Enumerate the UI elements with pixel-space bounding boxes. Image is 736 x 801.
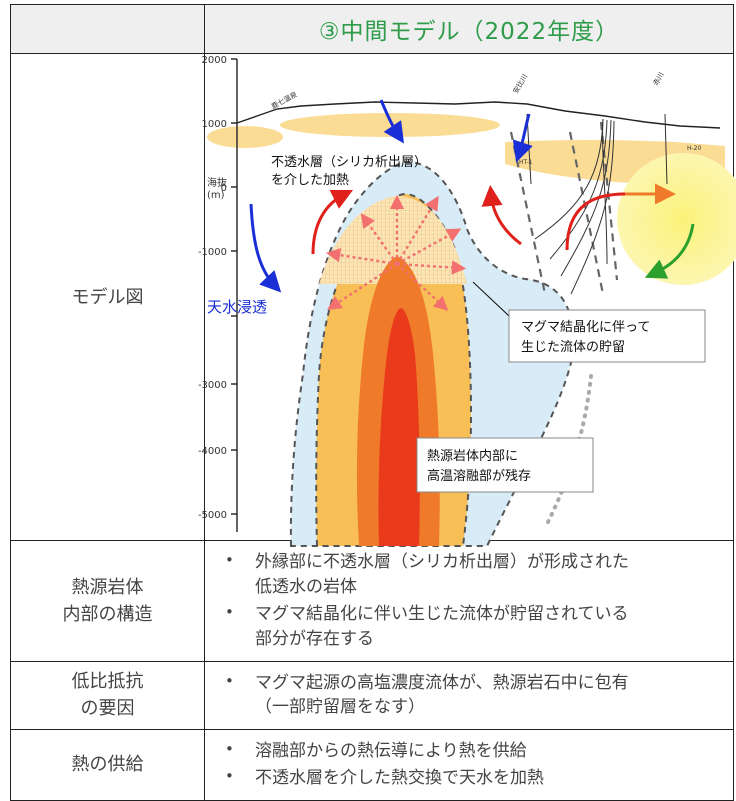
heat-bullets: 溶融部からの熱伝導により熱を供給 不透水層を介した熱交換で天水を加熱: [205, 730, 733, 800]
blue-arrow-center: [512, 113, 533, 163]
place-label-3: 赤川: [652, 71, 666, 87]
heat-bullet-1-line1: 溶融部からの熱伝導により熱を供給: [255, 740, 527, 761]
structure-bullet-2-line2: 部分が存在する: [255, 628, 374, 649]
red-arrow-right-rise: [565, 192, 626, 251]
heat-bullet-2-line1: 不透水層を介した熱交換で天水を加熱: [255, 768, 544, 789]
header-title: ③中間モデル（2022年度）: [204, 4, 734, 54]
heat-row-label: 熱の供給: [10, 728, 205, 801]
resistivity-bullet-1: マグマ起源の高塩濃度流体が、熱源岩石中に包有 （一部貯留層をなす）: [221, 671, 723, 720]
structure-bullet-1-line1: 外縁部に不透水層（シリカ析出層）が形成された: [255, 552, 629, 572]
structure-row: 熱源岩体 内部の構造 外縁部に不透水層（シリカ析出層）が形成された 低透水の岩体…: [10, 540, 734, 662]
storage-leader-line: [472, 281, 510, 317]
heat-row: 熱の供給 溶融部からの熱伝導により熱を供給 不透水層を介した熱交換で天水を加熱: [10, 728, 734, 801]
fluid-storage-cap: [319, 196, 467, 284]
tick-minus-1000: -1000: [198, 247, 227, 258]
header-empty-cell: [10, 4, 205, 54]
resistivity-row: 低比抵抗 の要因 マグマ起源の高塩濃度流体が、熱源岩石中に包有 （一部貯留層をな…: [10, 660, 734, 730]
heat-content: 溶融部からの熱伝導により熱を供給 不透水層を介した熱交換で天水を加熱: [204, 728, 734, 801]
structure-bullet-2: マグマ結晶化に伴い生じた流体が貯留されている 部分が存在する: [221, 602, 723, 651]
resistivity-content: マグマ起源の高塩濃度流体が、熱源岩石中に包有 （一部貯留層をなす）: [204, 660, 734, 730]
structure-bullet-1-line2: 低透水の岩体: [255, 576, 357, 597]
annotation-melt-line1: 熱源岩体内部に: [427, 448, 518, 464]
resistivity-bullet-1-line2: （一部貯留層をなす）: [255, 697, 425, 718]
annotation-storage-line1: マグマ結晶化に伴って: [521, 320, 650, 335]
well-label-h20: H-20: [687, 145, 701, 152]
resistivity-label-line2: の要因: [80, 698, 135, 720]
storage-callout-box: [508, 309, 706, 363]
annotation-storage-line2: 生じた流体の貯留: [521, 340, 625, 355]
resistivity-label-line1: 低比抵抗: [71, 671, 144, 693]
resistivity-row-label: 低比抵抗 の要因: [10, 660, 205, 730]
annotation-meteoric-infiltration: 天水浸透: [207, 298, 267, 316]
well-lines: [526, 113, 668, 295]
pink-heat-arrows: [325, 194, 467, 311]
melt-callout-box: [416, 437, 594, 493]
heat-bullet-2: 不透水層を介した熱交換で天水を加熱: [221, 766, 723, 791]
model-diagram-cell: 2000 1000 0 -1000 -3000 -4000 -5000 海抜 (…: [198, 53, 736, 547]
tick-1000: 1000: [202, 119, 227, 130]
structure-bullet-1: 外縁部に不透水層（シリカ析出層）が形成された 低透水の岩体: [221, 550, 723, 599]
green-arrow: [644, 223, 695, 279]
tick-minus-4000: -4000: [198, 446, 227, 457]
heat-bullet-1: 溶融部からの熱伝導により熱を供給: [221, 739, 723, 764]
topography-line: [236, 101, 721, 129]
fault-lines: [509, 121, 619, 295]
blue-arrow-left: [249, 203, 282, 293]
model-row-label: モデル図: [10, 53, 205, 541]
red-arrow-center: [481, 185, 522, 246]
structure-content: 外縁部に不透水層（シリカ析出層）が形成された 低透水の岩体 マグマ結晶化に伴い生…: [204, 540, 734, 662]
tick-0: 0: [221, 183, 227, 194]
structure-bullet-2-line1: マグマ結晶化に伴い生じた流体が貯留されている: [255, 604, 629, 625]
resistivity-bullet-1-line1: マグマ起源の高塩濃度流体が、熱源岩石中に包有: [255, 672, 629, 693]
annotation-melt-line2: 高温溶融部が残存: [427, 468, 531, 484]
tick-minus-5000: -5000: [198, 510, 227, 521]
axis-tick-marks: [231, 58, 237, 515]
axis-label-line2: (m): [207, 190, 225, 201]
yellow-zone: [617, 153, 736, 285]
model-diagram: 2000 1000 0 -1000 -3000 -4000 -5000 海抜 (…: [198, 55, 736, 547]
structure-bullets: 外縁部に不透水層（シリカ析出層）が形成された 低透水の岩体 マグマ結晶化に伴い生…: [205, 541, 733, 661]
red-arrow-left: [311, 189, 354, 255]
axis-label-line1: 海抜: [207, 176, 227, 189]
shallow-reservoir-left: [207, 126, 283, 148]
structure-label-line2: 内部の構造: [62, 603, 153, 625]
tick-2000: 2000: [202, 55, 227, 66]
melt-core: [378, 308, 420, 546]
structure-row-label: 熱源岩体 内部の構造: [10, 540, 205, 662]
header-row: ③中間モデル（2022年度）: [10, 4, 734, 54]
structure-label-line1: 熱源岩体: [71, 576, 144, 598]
place-label-2: 安比川: [511, 72, 529, 95]
annotation-impermeable-line1: 不透水層（シリカ析出層）: [271, 155, 427, 170]
comparison-table: ③中間モデル（2022年度） モデル図: [10, 4, 736, 801]
tick-minus-3000: -3000: [198, 380, 227, 391]
annotation-impermeable-line2: を介した加熱: [271, 173, 349, 188]
model-row: モデル図: [10, 53, 736, 547]
well-label-ht1: HT-1: [519, 159, 533, 166]
axis-tick-labels: 2000 1000 0 -1000 -3000 -4000 -5000: [198, 55, 227, 521]
blue-arrow-top: [379, 99, 404, 144]
resistivity-bullets: マグマ起源の高塩濃度流体が、熱源岩石中に包有 （一部貯留層をなす）: [205, 662, 733, 729]
